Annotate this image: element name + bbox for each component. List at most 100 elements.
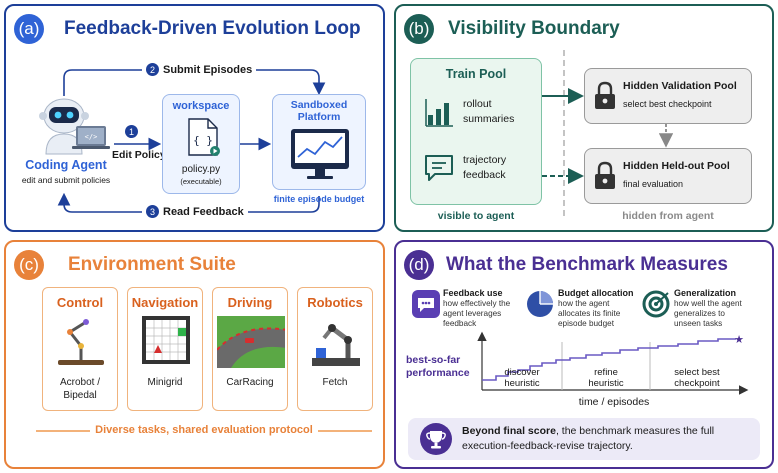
minigrid-icon [142, 316, 190, 364]
hidden-heldout-desc: final evaluation [623, 179, 684, 189]
plot-ylabel-2: performance [406, 367, 470, 379]
measure-desc-generalization-2: generalizes to [674, 309, 725, 318]
workspace-box: workspace { } policy.py (executable) [162, 94, 240, 194]
rollout-summaries-line1: rollout [463, 98, 492, 110]
measure-title-budget: Budget allocation [558, 288, 634, 298]
workspace-title: workspace [172, 100, 230, 112]
env-label-control-1: Acrobot / [59, 377, 101, 388]
env-title-driving: Driving [227, 295, 273, 310]
pie-chart-icon [527, 291, 553, 317]
plot-xlabel: time / episodes [578, 396, 650, 408]
phase-select-1: select best [674, 367, 720, 378]
measure-desc-budget-1: how the agent [558, 299, 610, 308]
hidden-label: hidden from agent [622, 210, 714, 222]
env-card-robotics: Robotics Fetch [297, 287, 373, 411]
step2-number: 2 [146, 63, 159, 76]
hidden-validation-title: Hidden Validation Pool [623, 80, 737, 92]
policy-file-icon: { } [188, 118, 220, 156]
robot-arm-icon [312, 324, 360, 366]
trajectory-feedback-line1: trajectory [463, 154, 507, 166]
panel-c-badge: (c) [14, 250, 44, 280]
svg-text:{ }: { } [193, 134, 213, 147]
policy-file-note: (executable) [180, 177, 222, 186]
footer-rule [36, 430, 372, 432]
panel-benchmark-measures: (d) What the Benchmark Measures Feedback… [394, 240, 774, 469]
best-so-far-line [482, 338, 736, 381]
trophy-icon [420, 423, 452, 455]
budget-label: finite episode budget [273, 194, 365, 204]
step2-text: Submit Episodes [163, 63, 253, 76]
step1-number: 1 [125, 125, 138, 138]
step3-label: 3 Read Feedback [142, 205, 248, 218]
beyond-bold: Beyond final score [462, 425, 556, 437]
trajectory-plot: ★ [477, 331, 749, 395]
phase-discover-2: heuristic [504, 378, 540, 389]
env-footer: Diverse tasks, shared evaluation protoco… [95, 424, 313, 436]
env-card-navigation: Navigation Minigrid [127, 287, 203, 411]
panel-c-title: Environment Suite [68, 254, 236, 275]
env-label-robotics: Fetch [322, 377, 348, 388]
phase-refine-2: heuristic [588, 378, 624, 389]
monitor-icon [291, 129, 349, 179]
env-title-control: Control [56, 295, 104, 310]
panel-d-badge: (d) [404, 250, 434, 280]
hidden-validation-box: Hidden Validation Pool select best check… [584, 68, 752, 124]
measure-title-feedback: Feedback use [443, 288, 503, 298]
robot-illustration: </> [32, 94, 112, 156]
measure-title-generalization: Generalization [674, 288, 737, 298]
panel-feedback-loop: (a) Feedback-Driven Evolution Loop 2 Sub… [4, 4, 385, 232]
hidden-heldout-box: Hidden Held-out Pool final evaluation [584, 148, 752, 204]
panel-b-title: Visibility Boundary [448, 18, 620, 39]
phase-select-2: checkpoint [674, 378, 720, 389]
lock-icon [595, 81, 615, 109]
step3-number: 3 [146, 205, 159, 218]
env-card-driving: Driving CarRacing [212, 287, 288, 411]
phase-refine-1: refine [594, 367, 618, 378]
policy-file-name: policy.py [181, 164, 221, 175]
bar-chart-icon [425, 99, 453, 127]
chat-icon [412, 290, 440, 318]
measure-desc-feedback-3: feedback [443, 319, 477, 328]
measure-desc-budget-2: allocates its finite [558, 309, 621, 318]
visible-label: visible to agent [437, 210, 515, 222]
step3-text: Read Feedback [163, 205, 244, 218]
measure-desc-budget-3: episode budget [558, 319, 614, 328]
platform-title-2: Platform [297, 111, 341, 123]
edit-policy-label: Edit Policy [112, 149, 166, 161]
svg-text:</>: </> [85, 133, 98, 141]
phase-discover-1: discover [504, 367, 540, 378]
acrobot-icon [58, 319, 104, 365]
platform-box: Sandboxed Platform [272, 94, 366, 190]
lock-icon [595, 161, 615, 189]
beyond-text-line2: execution-feedback-revise trajectory. [462, 440, 633, 452]
step2-label: 2 Submit Episodes [142, 63, 257, 76]
message-icon [425, 155, 453, 181]
hidden-validation-desc: select best checkpoint [623, 99, 712, 109]
rollout-summaries-line2: summaries [463, 113, 515, 125]
panel-visibility-boundary: (b) Visibility Boundary Train Pool rollo… [394, 4, 774, 232]
env-title-robotics: Robotics [307, 295, 363, 310]
panel-d-title: What the Benchmark Measures [446, 254, 728, 275]
measure-desc-generalization-1: how well the agent [674, 299, 742, 308]
plot-ylabel-1: best-so-far [406, 354, 461, 366]
beyond-rest: , the benchmark measures the full [555, 425, 715, 437]
env-title-navigation: Navigation [131, 295, 199, 310]
measure-desc-feedback-1: how effectively the [443, 299, 511, 308]
best-checkpoint-star: ★ [734, 333, 744, 346]
car-racing-icon [217, 316, 285, 368]
beyond-text-line1: Beyond final score, the benchmark measur… [462, 425, 714, 437]
panel-b-badge: (b) [404, 14, 434, 44]
trajectory-feedback-line2: feedback [463, 169, 506, 181]
train-pool-box: Train Pool rollout summaries trajectory … [410, 58, 542, 205]
visibility-arrows [542, 50, 674, 218]
panel-a-badge: (a) [14, 14, 44, 44]
agent-desc: edit and submit policies [21, 175, 111, 185]
env-label-navigation: Minigrid [147, 377, 183, 388]
panel-environment-suite: (c) Environment Suite Control Acrobot / … [4, 240, 385, 469]
hidden-heldout-title: Hidden Held-out Pool [623, 160, 730, 172]
env-label-driving: CarRacing [226, 377, 274, 388]
train-pool-title: Train Pool [445, 67, 507, 81]
platform-title-1: Sandboxed [290, 99, 348, 111]
panel-a-title: Feedback-Driven Evolution Loop [64, 18, 361, 39]
measure-desc-generalization-3: unseen tasks [674, 319, 723, 328]
